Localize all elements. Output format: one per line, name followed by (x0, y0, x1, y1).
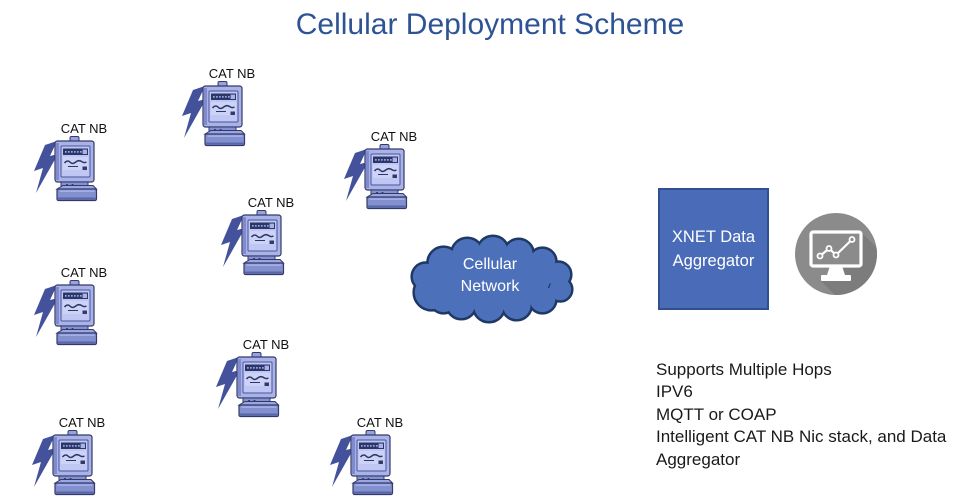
cloud-label-line1: Cellular (462, 256, 518, 273)
xnet-data-aggregator-box: XNET Data Aggregator (658, 188, 769, 310)
monitor-chart-line (816, 236, 856, 260)
cloud-label-line2: Network (460, 278, 520, 295)
cat-nb-device-8: CAT NB (320, 415, 403, 496)
cat-nb-device-4: CAT NB (211, 195, 294, 276)
aggregator-label-line1: XNET Data (671, 228, 756, 246)
device-label: CAT NB (58, 415, 106, 430)
smart-meter-lightning-icon (24, 280, 100, 346)
smart-meter-lightning-icon (334, 144, 410, 210)
device-label: CAT NB (242, 337, 290, 352)
smart-meter-lightning-icon (172, 81, 248, 147)
smart-meter-lightning-icon (206, 352, 282, 418)
monitor-stand (827, 266, 845, 275)
notes-block: Supports Multiple Hops IPV6 MQTT or COAP… (656, 359, 980, 471)
note-line-5: Aggregator (656, 449, 741, 469)
aggregator-label-line2: Aggregator (672, 252, 755, 270)
cloud-label: Cellular Network (401, 254, 579, 298)
device-label: CAT NB (247, 195, 295, 210)
device-label: CAT NB (208, 66, 256, 81)
device-label: CAT NB (356, 415, 404, 430)
note-line-2: IPV6 (656, 382, 693, 402)
cat-nb-device-7: CAT NB (22, 415, 105, 496)
note-line-4: Intelligent CAT NB Nic stack, and Data (656, 427, 947, 447)
smart-meter-lightning-icon (211, 210, 287, 276)
cat-nb-device-2: CAT NB (24, 121, 107, 202)
device-label: CAT NB (60, 265, 108, 280)
cat-nb-device-3: CAT NB (334, 129, 417, 210)
smart-meter-lightning-icon (24, 136, 100, 202)
smart-meter-lightning-icon (320, 430, 396, 496)
smart-meter-lightning-icon (22, 430, 98, 496)
note-line-1: Supports Multiple Hops (656, 360, 832, 379)
page-title: Cellular Deployment Scheme (295, 8, 685, 41)
device-label: CAT NB (370, 129, 418, 144)
note-line-3: MQTT or COAP (656, 404, 777, 424)
monitor-line-chart-icon (795, 213, 877, 295)
cat-nb-device-1: CAT NB (172, 66, 255, 147)
device-label: CAT NB (60, 121, 108, 136)
cat-nb-device-5: CAT NB (24, 265, 107, 346)
monitor-base (821, 275, 851, 281)
cloud-icon (410, 234, 574, 324)
cat-nb-device-6: CAT NB (206, 337, 289, 418)
